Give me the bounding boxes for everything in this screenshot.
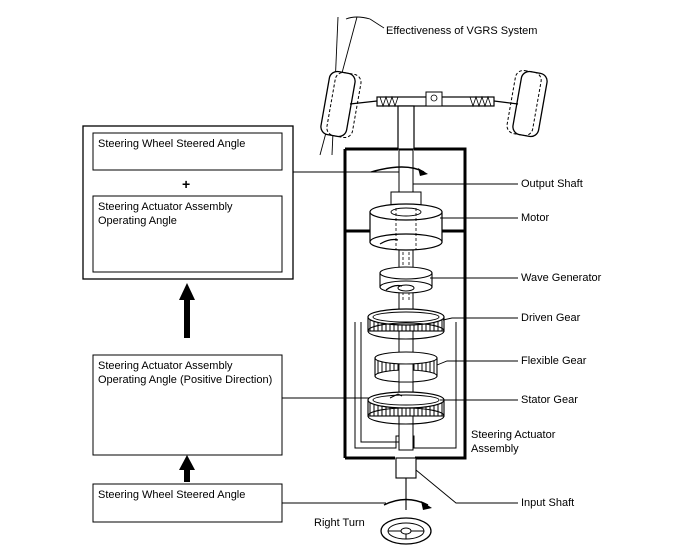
flexible-gear-label: Flexible Gear: [521, 355, 587, 367]
middle-box-label: Steering Actuator Assembly Operating Ang…: [98, 360, 273, 386]
stator-gear-icon: [367, 391, 445, 425]
wave-generator-icon: [379, 266, 433, 294]
rotation-arrow-icon: [370, 166, 425, 173]
right-turn-label: Right Turn: [314, 517, 365, 529]
column-top: [397, 105, 415, 150]
right-tire-icon: [506, 69, 548, 138]
input-shaft-label: Input Shaft: [521, 497, 575, 509]
output-shaft-label: Output Shaft: [521, 178, 583, 190]
sum-outer-box: [82, 125, 294, 280]
driven-gear-label: Driven Gear: [521, 312, 581, 324]
sum-bottom-box: [92, 195, 283, 273]
driven-gear-icon: [367, 308, 445, 340]
angle-arc: [345, 16, 371, 20]
sum-top-label: Steering Wheel Steered Angle: [98, 138, 246, 150]
arrow-up-icon: [179, 283, 195, 338]
left-tire-icon: [320, 70, 362, 139]
arrow-head-icon: [418, 168, 428, 176]
bottom-box-label: Steering Wheel Steered Angle: [98, 489, 246, 501]
motor-label: Motor: [521, 212, 550, 224]
leader-line: [369, 18, 385, 29]
diagram-title: Effectiveness of VGRS System: [386, 25, 538, 37]
motor-icon: [369, 191, 443, 251]
flexible-gear-icon: [374, 351, 438, 383]
input-shaft-icon: [395, 457, 417, 479]
arrow-up-icon: [179, 455, 195, 482]
sum-bottom-label: Steering Actuator Assembly Operating Ang…: [98, 201, 233, 227]
plus-sign: +: [182, 176, 191, 192]
middle-box: [92, 354, 283, 456]
sum-top-box: [92, 132, 283, 171]
steering-wheel-icon: [380, 517, 432, 545]
stator-gear-label: Stator Gear: [521, 394, 578, 406]
wave-generator-label: Wave Generator: [521, 272, 602, 284]
steering-actuator-assembly-label: Steering Actuator Assembly: [471, 429, 556, 455]
leader-lines: [413, 183, 518, 504]
arrow-head-icon: [421, 501, 432, 510]
steering-rack-icon: [349, 91, 519, 108]
